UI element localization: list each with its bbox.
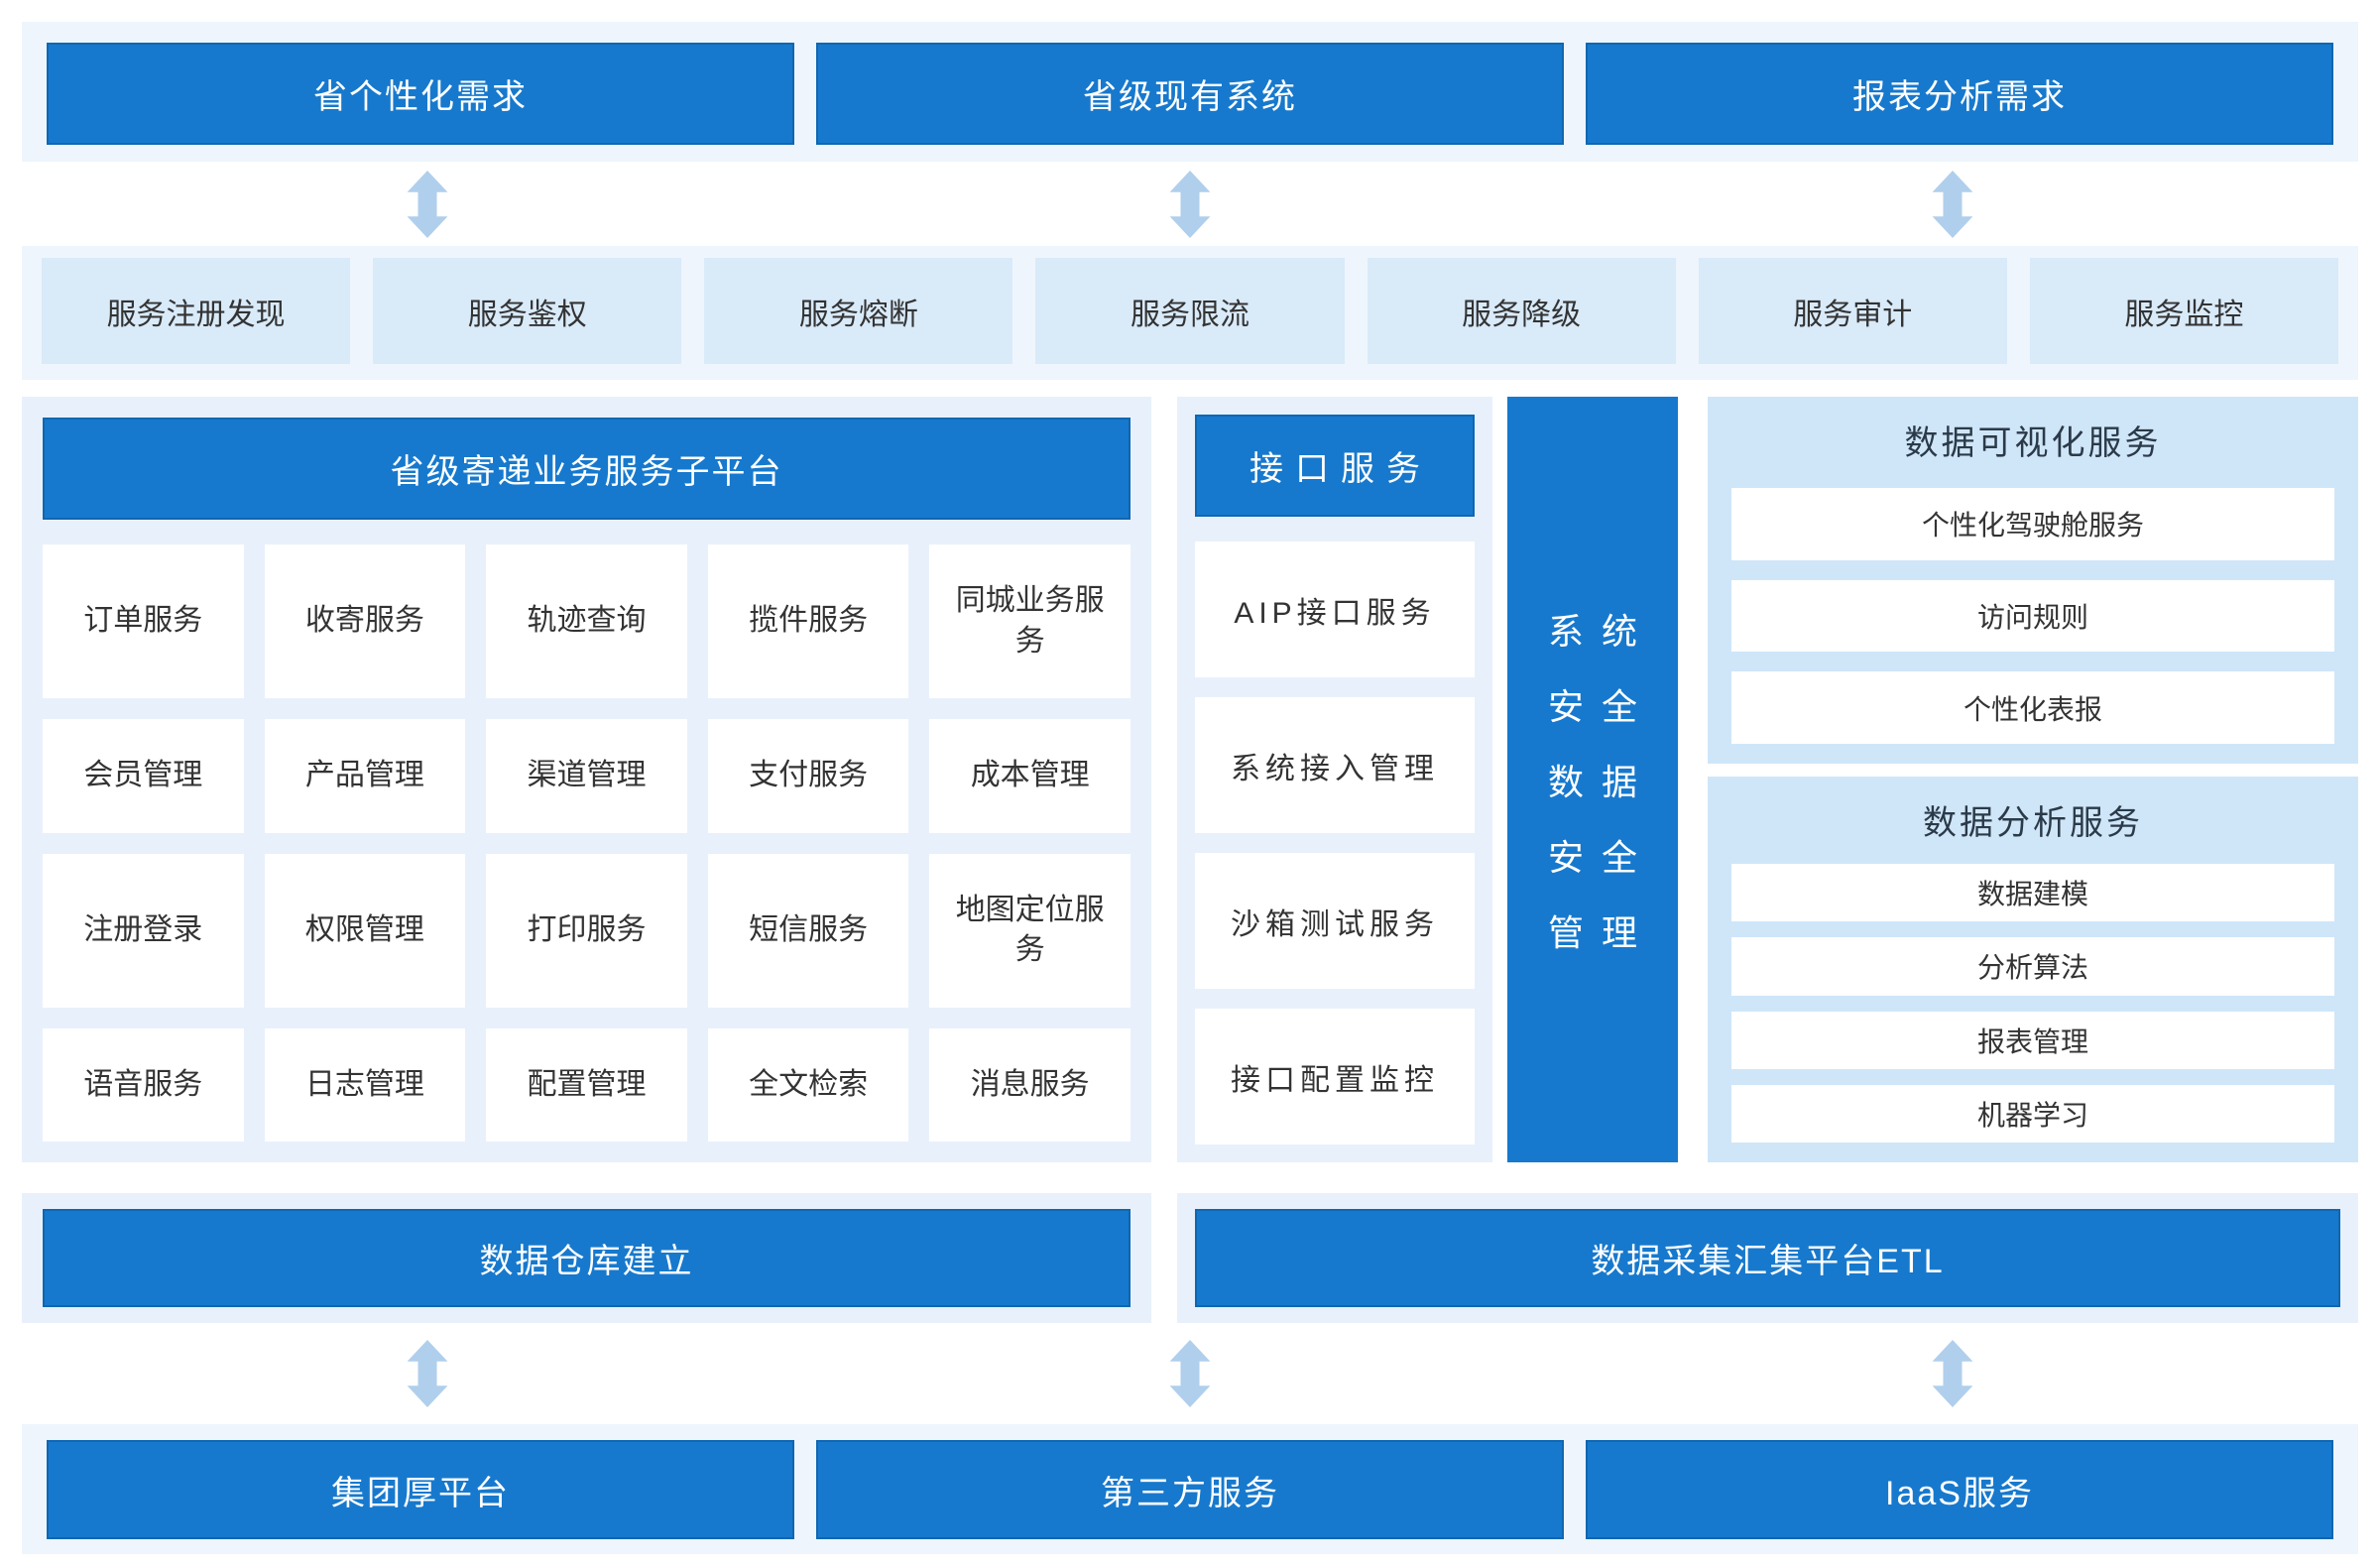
service-cell-city-business: 同城业务服务 bbox=[929, 544, 1130, 698]
banner-iaas-services: IaaS服务 bbox=[1586, 1440, 2333, 1539]
service-cell-fulltext-search: 全文检索 bbox=[707, 1027, 909, 1142]
etl-panel: 数据采集汇集平台ETL bbox=[1177, 1193, 2358, 1323]
viz-cell-personal-report: 个性化表报 bbox=[1731, 671, 2334, 745]
gateway-cell-circuit-breaker: 服务熔断 bbox=[704, 258, 1013, 364]
bottom-arrow-row bbox=[22, 1323, 2358, 1424]
analysis-cell-data-modeling: 数据建模 bbox=[1731, 864, 2334, 922]
interface-services-list: AIP接口服务 系统接入管理 沙箱测试服务 接口配置监控 bbox=[1195, 542, 1475, 1144]
security-bar-line: 安全 bbox=[1547, 837, 1655, 878]
data-visualization-panel: 数据可视化服务 个性化驾驶舱服务 访问规则 个性化表报 bbox=[1708, 397, 2358, 764]
service-cell-channel-mgmt: 渠道管理 bbox=[486, 719, 687, 833]
service-cell-cost-mgmt: 成本管理 bbox=[929, 719, 1130, 833]
security-bar-line: 系统 bbox=[1547, 611, 1655, 652]
service-cell-message: 消息服务 bbox=[929, 1027, 1130, 1142]
top-arrow-row bbox=[22, 162, 2358, 246]
main-section: 省级寄递业务服务子平台 订单服务 收寄服务 轨迹查询 揽件服务 同城业务服务 会… bbox=[22, 397, 2358, 1162]
viz-cell-personal-dashboard: 个性化驾驶舱服务 bbox=[1731, 488, 2334, 560]
banner-report-analysis-needs: 报表分析需求 bbox=[1586, 43, 2333, 145]
service-cell-product-mgmt: 产品管理 bbox=[264, 719, 466, 833]
service-cell-map-location: 地图定位服务 bbox=[929, 853, 1130, 1008]
arrow-slot bbox=[1571, 1323, 2333, 1424]
interface-cell-config-monitoring: 接口配置监控 bbox=[1195, 1009, 1475, 1144]
gateway-cell-audit: 服务审计 bbox=[1698, 258, 2007, 364]
banner-group-platform: 集团厚平台 bbox=[47, 1440, 794, 1539]
interface-cell-system-access-mgmt: 系统接入管理 bbox=[1195, 697, 1475, 833]
gateway-cell-rate-limit: 服务限流 bbox=[1035, 258, 1345, 364]
arrow-slot bbox=[809, 162, 1572, 246]
interface-services-panel: 接口服务 AIP接口服务 系统接入管理 沙箱测试服务 接口配置监控 bbox=[1177, 397, 1492, 1162]
service-cell-member-mgmt: 会员管理 bbox=[43, 719, 244, 833]
service-cell-sms: 短信服务 bbox=[707, 853, 909, 1008]
system-data-security-bar: 系统 安全 数据 安全 管理 bbox=[1507, 397, 1678, 1162]
gateway-services-strip: 服务注册发现 服务鉴权 服务熔断 服务限流 服务降级 服务审计 服务监控 bbox=[22, 246, 2358, 380]
arrow-slot bbox=[1571, 162, 2333, 246]
security-bar-line: 管理 bbox=[1547, 912, 1655, 953]
gateway-cell-service-registry: 服务注册发现 bbox=[42, 258, 351, 364]
gateway-cell-degradation: 服务降级 bbox=[1367, 258, 1676, 364]
arrow-slot bbox=[47, 1323, 809, 1424]
double-arrow-icon bbox=[1932, 170, 1973, 238]
service-cell-payment: 支付服务 bbox=[707, 719, 909, 833]
service-cell-print: 打印服务 bbox=[486, 853, 687, 1008]
service-cell-permission-mgmt: 权限管理 bbox=[264, 853, 466, 1008]
service-cell-voice: 语音服务 bbox=[43, 1027, 244, 1142]
data-visualization-title: 数据可视化服务 bbox=[1904, 423, 2162, 462]
data-warehouse-panel: 数据仓库建立 bbox=[22, 1193, 1151, 1323]
arrow-slot bbox=[809, 1323, 1572, 1424]
service-cell-config-mgmt: 配置管理 bbox=[486, 1027, 687, 1142]
lower-banner-row: 数据仓库建立 数据采集汇集平台ETL bbox=[22, 1193, 2358, 1323]
gateway-cell-monitoring: 服务监控 bbox=[2029, 258, 2338, 364]
banner-third-party-services: 第三方服务 bbox=[816, 1440, 1564, 1539]
analysis-cell-report-mgmt: 报表管理 bbox=[1731, 1011, 2334, 1069]
service-cell-log-mgmt: 日志管理 bbox=[264, 1027, 466, 1142]
service-cell-track-query: 轨迹查询 bbox=[486, 544, 687, 698]
top-banner-strip: 省个性化需求 省级现有系统 报表分析需求 bbox=[22, 22, 2358, 162]
security-bar-line: 数据 bbox=[1547, 762, 1655, 802]
service-cell-register-login: 注册登录 bbox=[43, 853, 244, 1008]
data-services-column: 数据可视化服务 个性化驾驶舱服务 访问规则 个性化表报 数据分析服务 数据建模 … bbox=[1708, 397, 2358, 1162]
double-arrow-icon bbox=[1169, 1340, 1211, 1407]
double-arrow-icon bbox=[1932, 1340, 1973, 1407]
bottom-banner-strip: 集团厚平台 第三方服务 IaaS服务 bbox=[22, 1424, 2358, 1554]
data-analysis-panel: 数据分析服务 数据建模 分析算法 报表管理 机器学习 bbox=[1708, 777, 2358, 1162]
double-arrow-icon bbox=[407, 170, 448, 238]
analysis-cell-algorithms: 分析算法 bbox=[1731, 937, 2334, 996]
viz-cell-access-rules: 访问规则 bbox=[1731, 579, 2334, 653]
service-cell-pickup: 揽件服务 bbox=[707, 544, 909, 698]
courier-subplatform-panel: 省级寄递业务服务子平台 订单服务 收寄服务 轨迹查询 揽件服务 同城业务服务 会… bbox=[22, 397, 1151, 1162]
security-bar-line: 安全 bbox=[1547, 686, 1655, 727]
courier-subplatform-header: 省级寄递业务服务子平台 bbox=[43, 418, 1130, 520]
banner-province-custom-needs: 省个性化需求 bbox=[47, 43, 794, 145]
banner-province-existing-systems: 省级现有系统 bbox=[816, 43, 1564, 145]
double-arrow-icon bbox=[1169, 170, 1211, 238]
analysis-cell-machine-learning: 机器学习 bbox=[1731, 1084, 2334, 1143]
gateway-cell-service-auth: 服务鉴权 bbox=[373, 258, 682, 364]
double-arrow-icon bbox=[407, 1340, 448, 1407]
interface-cell-sandbox-test: 沙箱测试服务 bbox=[1195, 853, 1475, 989]
service-cell-order: 订单服务 bbox=[43, 544, 244, 698]
courier-service-grid: 订单服务 收寄服务 轨迹查询 揽件服务 同城业务服务 会员管理 产品管理 渠道管… bbox=[43, 544, 1130, 1142]
interface-cell-api-service: AIP接口服务 bbox=[1195, 542, 1475, 677]
data-analysis-title: 数据分析服务 bbox=[1923, 803, 2143, 842]
banner-data-warehouse: 数据仓库建立 bbox=[43, 1209, 1130, 1307]
banner-etl-platform: 数据采集汇集平台ETL bbox=[1195, 1209, 2340, 1307]
service-cell-collect-send: 收寄服务 bbox=[264, 544, 466, 698]
interface-services-header: 接口服务 bbox=[1195, 415, 1475, 517]
arrow-slot bbox=[47, 162, 809, 246]
